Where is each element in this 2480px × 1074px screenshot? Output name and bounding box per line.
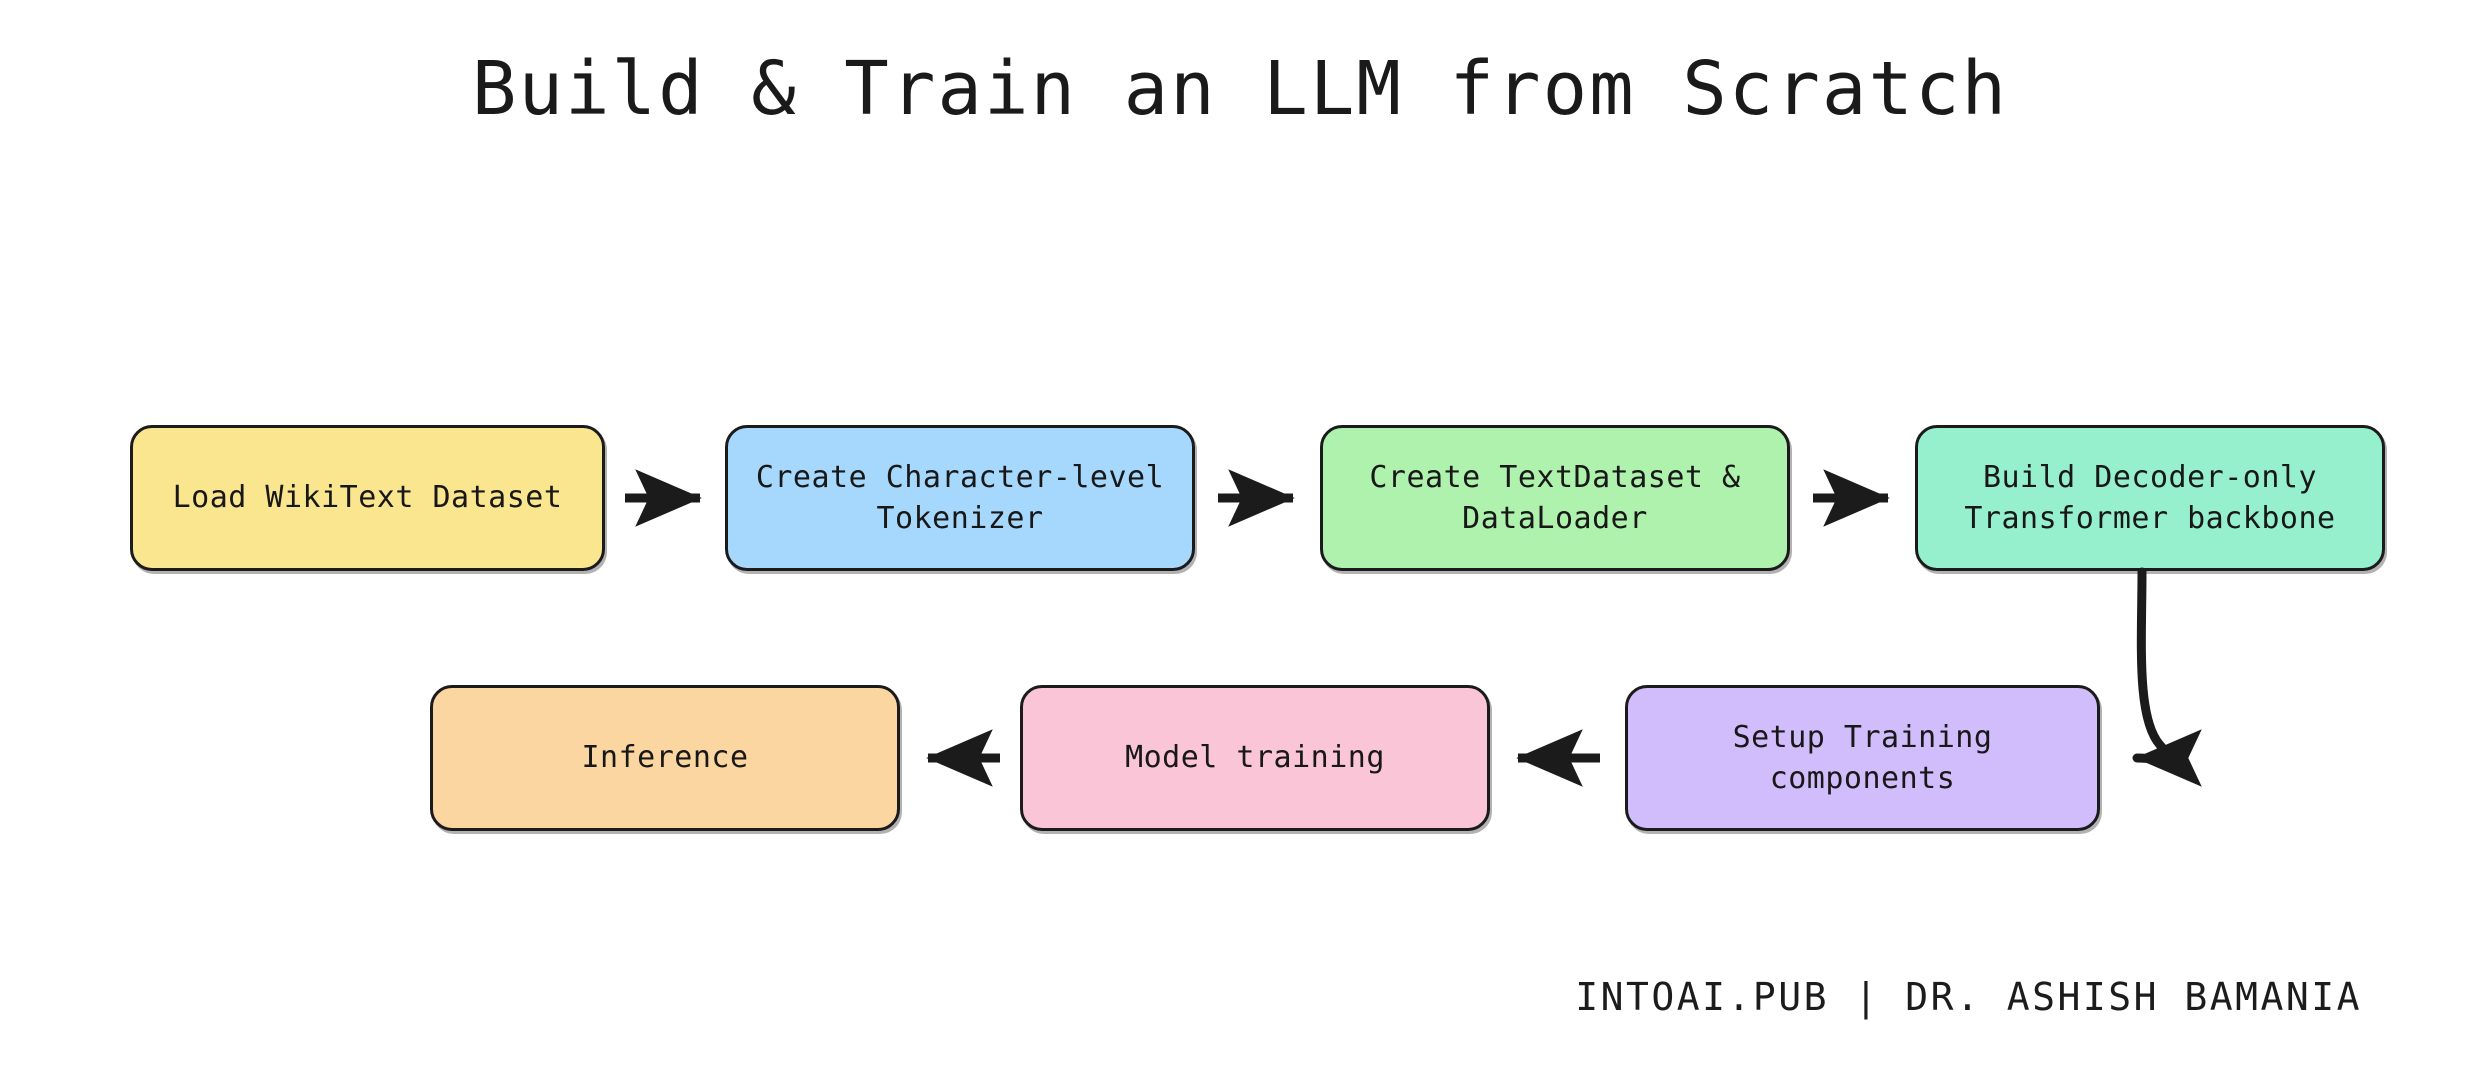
flow-node-label: Load WikiText Dataset: [172, 480, 563, 516]
flow-node-model-training[interactable]: Model training: [1020, 685, 1490, 831]
flow-node-setup-training-components[interactable]: Setup Training components: [1625, 685, 2100, 831]
flow-node-load-wikitext-dataset[interactable]: Load WikiText Dataset: [130, 425, 605, 571]
arrow-backbone-to-setup-training: [2132, 567, 2202, 787]
flow-node-create-character-level-tokenizer[interactable]: Create Character-level Tokenizer: [725, 425, 1195, 571]
flow-node-label: Setup Training components: [1732, 719, 1993, 796]
flow-node-label: Build Decoder-only Transformer backbone: [1964, 459, 2336, 536]
flow-node-label: Create Character-level Tokenizer: [755, 459, 1165, 536]
page-title: Build & Train an LLM from Scratch: [471, 46, 2009, 132]
flow-node-label: Model training: [1125, 740, 1385, 776]
flow-node-inference[interactable]: Inference: [430, 685, 900, 831]
flow-node-create-textdataset-dataloader[interactable]: Create TextDataset & DataLoader: [1320, 425, 1790, 571]
flow-node-label: Inference: [581, 740, 749, 776]
flow-node-build-decoder-only-transformer-backbone[interactable]: Build Decoder-only Transformer backbone: [1915, 425, 2385, 571]
footer-credit: INTOAI.PUB | DR. ASHISH BAMANIA: [1575, 975, 2362, 1019]
flow-node-label: Create TextDataset & DataLoader: [1369, 459, 1741, 536]
